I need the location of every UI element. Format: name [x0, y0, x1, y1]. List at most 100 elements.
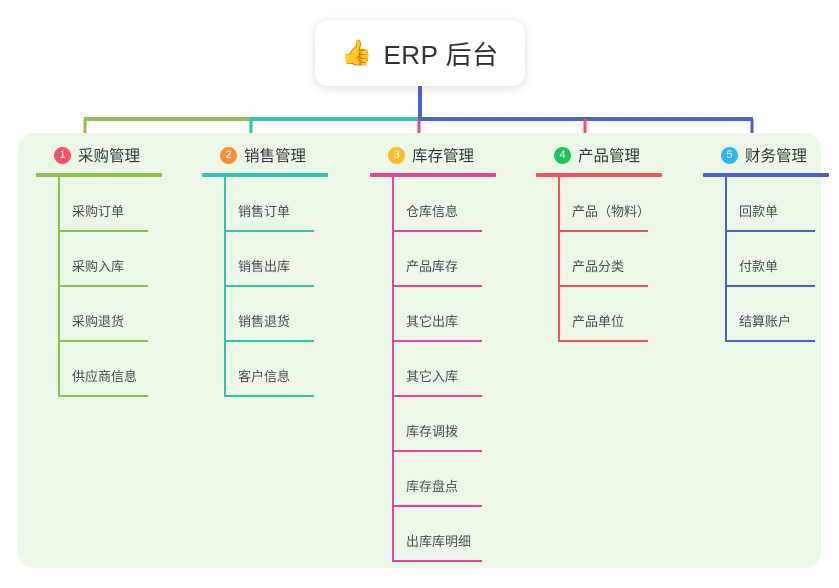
- leaf-rule: [58, 340, 148, 342]
- leaf-label: 产品分类: [572, 259, 625, 274]
- leaf-label: 结算账户: [739, 314, 792, 329]
- branch-header-rule: [36, 173, 162, 177]
- branch-stem: [58, 177, 60, 397]
- leaf-rule: [392, 560, 482, 562]
- leaf-node[interactable]: 采购入库: [58, 232, 186, 287]
- leaf-node[interactable]: 采购退货: [58, 287, 186, 342]
- leaf-rule: [392, 505, 482, 507]
- branch-leaf-list: 回款单付款单结算账户: [703, 177, 839, 342]
- leaf-label: 产品库存: [406, 259, 459, 274]
- leaf-rule: [558, 340, 648, 342]
- leaf-rule: [392, 230, 482, 232]
- leaf-label: 仓库信息: [406, 204, 459, 219]
- branch-title: 产品管理: [578, 148, 641, 165]
- branch-number-badge: 4: [554, 146, 571, 164]
- leaf-label: 产品（物料）: [572, 204, 651, 219]
- branch-title: 采购管理: [78, 148, 141, 165]
- leaf-node[interactable]: 库存盘点: [392, 452, 520, 507]
- leaf-label: 销售出库: [238, 259, 291, 274]
- branch-header-rule: [202, 173, 328, 177]
- leaf-label: 产品单位: [572, 314, 625, 329]
- leaf-node[interactable]: 产品库存: [392, 232, 520, 287]
- leaf-node[interactable]: 产品（物料）: [558, 177, 686, 232]
- thumbs-up-icon: 👍: [341, 38, 373, 67]
- branch-header-1[interactable]: 1 采购管理: [36, 143, 186, 167]
- branch-column-3: 3 库存管理仓库信息产品库存其它出库其它入库库存调拨库存盘点出库库明细: [370, 143, 520, 562]
- leaf-node[interactable]: 供应商信息: [58, 342, 186, 397]
- branch-number-badge: 2: [220, 146, 237, 164]
- branch-title: 销售管理: [244, 148, 307, 165]
- leaf-rule: [725, 285, 815, 287]
- branch-stem: [392, 177, 394, 562]
- leaf-rule: [392, 395, 482, 397]
- branch-header-3[interactable]: 3 库存管理: [370, 143, 520, 167]
- branch-column-1: 1 采购管理采购订单采购入库采购退货供应商信息: [36, 143, 186, 397]
- leaf-rule: [224, 395, 314, 397]
- leaf-node[interactable]: 仓库信息: [392, 177, 520, 232]
- root-title: ERP 后台: [383, 39, 499, 70]
- leaf-node[interactable]: 采购订单: [58, 177, 186, 232]
- branch-header-rule: [370, 173, 496, 177]
- branch-column-4: 4 产品管理产品（物料） 产品分类产品单位: [536, 143, 686, 342]
- branch-header-2[interactable]: 2 销售管理: [202, 143, 352, 167]
- leaf-node[interactable]: 库存调拨: [392, 397, 520, 452]
- leaf-rule: [725, 230, 815, 232]
- diagram-panel: [18, 133, 821, 568]
- leaf-node[interactable]: 其它出库: [392, 287, 520, 342]
- branch-leaf-list: 采购订单采购入库采购退货供应商信息: [36, 177, 186, 397]
- leaf-label: 付款单: [739, 259, 779, 274]
- leaf-node[interactable]: 其它入库: [392, 342, 520, 397]
- leaf-rule: [392, 285, 482, 287]
- branch-title: 财务管理: [745, 148, 808, 165]
- leaf-label: 供应商信息: [72, 369, 138, 384]
- leaf-node[interactable]: 出库库明细: [392, 507, 520, 562]
- leaf-rule: [392, 340, 482, 342]
- branch-number-badge: 1: [54, 146, 71, 164]
- leaf-node[interactable]: 回款单: [725, 177, 839, 232]
- leaf-rule: [725, 340, 815, 342]
- leaf-node[interactable]: 付款单: [725, 232, 839, 287]
- branch-leaf-list: 销售订单销售出库销售退货客户信息: [202, 177, 352, 397]
- leaf-node[interactable]: 客户信息: [224, 342, 352, 397]
- leaf-node[interactable]: 销售订单: [224, 177, 352, 232]
- leaf-label: 库存调拨: [406, 424, 459, 439]
- leaf-node[interactable]: 产品分类: [558, 232, 686, 287]
- leaf-rule: [58, 395, 148, 397]
- leaf-node[interactable]: 销售退货: [224, 287, 352, 342]
- leaf-label: 采购入库: [72, 259, 125, 274]
- leaf-label: 销售退货: [238, 314, 291, 329]
- branch-number-badge: 3: [388, 146, 405, 164]
- branch-stem: [558, 177, 560, 342]
- leaf-label: 其它入库: [406, 369, 459, 384]
- branch-stem: [224, 177, 226, 397]
- leaf-node[interactable]: 产品单位: [558, 287, 686, 342]
- branch-stem: [725, 177, 727, 342]
- branch-header-5[interactable]: 5 财务管理: [703, 143, 839, 167]
- root-node[interactable]: 👍 ERP 后台: [315, 20, 525, 86]
- leaf-label: 采购退货: [72, 314, 125, 329]
- branch-header-4[interactable]: 4 产品管理: [536, 143, 686, 167]
- branch-leaf-list: 仓库信息产品库存其它出库其它入库库存调拨库存盘点出库库明细: [370, 177, 520, 562]
- branch-header-rule: [536, 173, 662, 177]
- leaf-rule: [224, 340, 314, 342]
- leaf-rule: [224, 285, 314, 287]
- branch-title: 库存管理: [412, 148, 475, 165]
- leaf-label: 出库库明细: [406, 534, 472, 549]
- leaf-label: 其它出库: [406, 314, 459, 329]
- branch-header-rule: [703, 173, 829, 177]
- leaf-node[interactable]: 结算账户: [725, 287, 839, 342]
- branch-column-2: 2 销售管理销售订单销售出库销售退货客户信息: [202, 143, 352, 397]
- leaf-rule: [58, 285, 148, 287]
- leaf-rule: [558, 285, 648, 287]
- leaf-label: 回款单: [739, 204, 779, 219]
- branch-leaf-list: 产品（物料） 产品分类产品单位: [536, 177, 686, 342]
- leaf-label: 库存盘点: [406, 479, 459, 494]
- leaf-node[interactable]: 销售出库: [224, 232, 352, 287]
- leaf-rule: [58, 230, 148, 232]
- leaf-rule: [392, 450, 482, 452]
- branch-column-5: 5 财务管理回款单付款单结算账户: [703, 143, 839, 342]
- leaf-rule: [224, 230, 314, 232]
- branch-number-badge: 5: [721, 146, 738, 164]
- leaf-rule: [558, 230, 648, 232]
